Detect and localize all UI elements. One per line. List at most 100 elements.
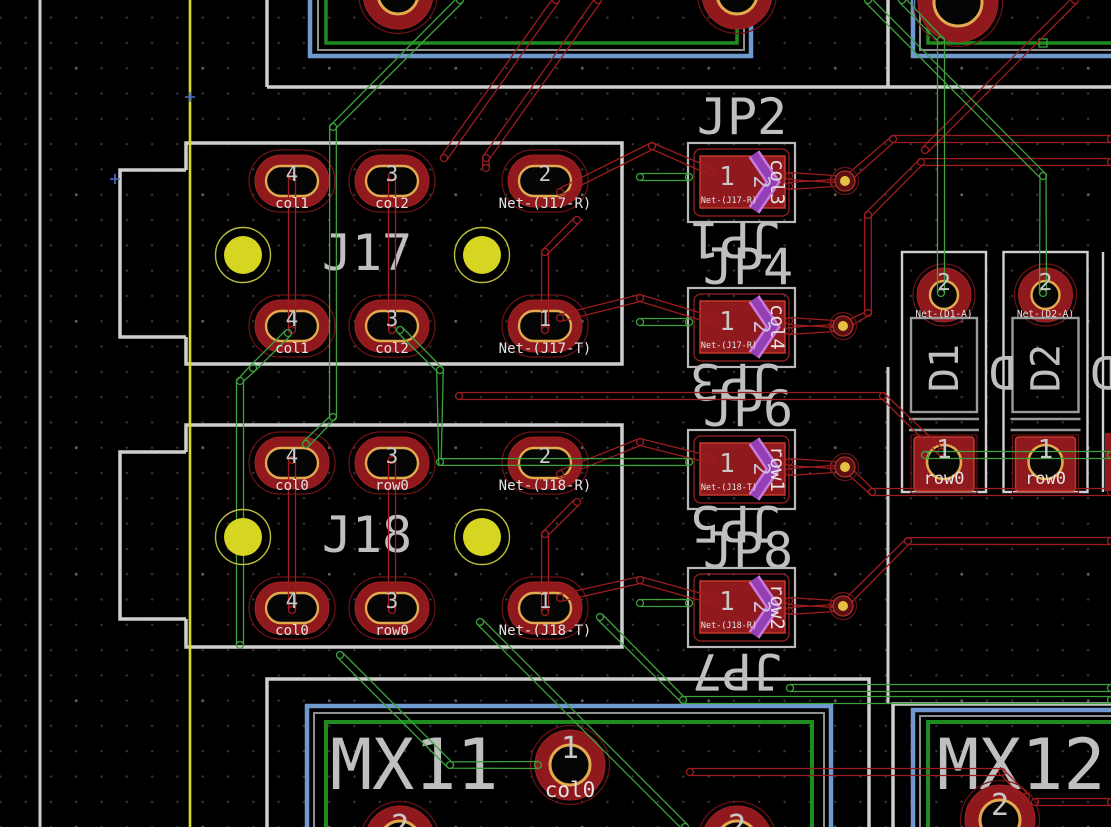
jp5-ref-flipped[interactable]: JP5 (690, 494, 780, 552)
track-joint (878, 391, 888, 401)
jumper-pad2-net: col4 (766, 304, 788, 350)
track-joint (707, 167, 717, 177)
switch-pad[interactable] (365, 805, 435, 827)
track-outline-13[interactable] (789, 185, 835, 191)
pad-number: 2 (539, 162, 552, 186)
track-joint (540, 247, 550, 257)
track-outline-24[interactable] (845, 543, 1111, 609)
npth-ring (214, 508, 272, 566)
track-outline-13[interactable] (788, 178, 834, 184)
track-joint (454, 391, 464, 401)
npth-hole[interactable] (463, 518, 501, 556)
track-outline-29[interactable] (235, 330, 286, 646)
track-outline-15[interactable] (788, 323, 834, 329)
track-outline-17[interactable] (789, 471, 835, 477)
pad-clearance (248, 294, 336, 358)
track-joint (455, 0, 465, 5)
jp2-ref[interactable]: JP2 (697, 88, 787, 146)
track-outline-20[interactable] (846, 141, 1111, 185)
pad-number: 1 (936, 435, 952, 465)
diode-ref[interactable]: D1 (922, 344, 968, 392)
pad-clearance (348, 576, 436, 640)
track-joint (387, 325, 397, 335)
pad-clearance (910, 434, 978, 494)
track-outline-29[interactable] (242, 335, 291, 646)
pad-number: 2 (539, 444, 552, 468)
j17-ref[interactable]: J17 (322, 224, 412, 282)
npth-hole[interactable] (463, 236, 501, 274)
jp4-ref[interactable]: JP4 (703, 238, 793, 296)
pad-clearance (912, 0, 1004, 48)
track-outline-1[interactable] (440, 0, 553, 157)
track-outline-30[interactable] (397, 332, 690, 467)
track-outline-28[interactable] (303, 0, 458, 442)
pad-clearance (362, 800, 438, 827)
jumper-pad1-net: Net-(J17-R) (701, 196, 757, 206)
track-outline-19[interactable] (789, 610, 835, 616)
track-outline-17[interactable] (788, 464, 834, 470)
track-joint (684, 172, 694, 182)
switch-top-left-blue-rect (307, 0, 754, 59)
jp7-ref-flipped[interactable]: JP7 (692, 642, 782, 700)
track-outline-40[interactable] (477, 624, 683, 827)
diode-ref[interactable]: D2 (1024, 344, 1070, 392)
track-joint (555, 593, 565, 603)
track-outline-14[interactable] (789, 316, 835, 322)
track-outline-27[interactable] (922, 0, 1073, 148)
track-outline-28[interactable] (308, 2, 463, 447)
jumper-pad1-number: 1 (719, 162, 735, 192)
jumper-chevron-core (750, 151, 778, 213)
mx11-ref[interactable]: MX11 (330, 724, 499, 806)
track-joint (283, 328, 293, 338)
jp8-ref[interactable]: JP8 (703, 522, 793, 580)
track-outline-24[interactable] (840, 536, 1111, 604)
track-joint (867, 487, 877, 497)
track-joint (1038, 171, 1048, 181)
track-outline-15[interactable] (789, 330, 835, 336)
track-outline-27[interactable] (927, 2, 1078, 153)
track-outline-16[interactable] (789, 457, 835, 463)
track-joint (387, 605, 397, 615)
track-joint (635, 293, 645, 303)
track-outline-12[interactable] (789, 171, 835, 177)
j18-ref[interactable]: J18 (322, 506, 412, 564)
npth-hole[interactable] (224, 518, 262, 556)
track-joint (572, 215, 582, 225)
track-outline-30[interactable] (402, 327, 690, 460)
track-joint (387, 171, 397, 181)
pad-clearance (358, 0, 438, 35)
pad-number: 1 (539, 589, 552, 613)
pad-number: 1 (1038, 435, 1054, 465)
via-clearance (828, 591, 858, 621)
jumper-pad1-net: Net-(J18-R) (701, 621, 757, 631)
copper-tracks[interactable] (235, 0, 1111, 827)
track-joint (784, 457, 794, 467)
track-joint (784, 467, 794, 477)
jp1-ref-flipped[interactable]: JP1 (690, 210, 780, 268)
jumper-pad2-net: row1 (766, 446, 788, 492)
jumper-pad2-net: row2 (766, 584, 788, 630)
d3-partial-pad[interactable] (1105, 433, 1111, 491)
npth-hole[interactable] (224, 236, 262, 274)
pad-hole (978, 798, 1022, 827)
track-joint (647, 141, 657, 151)
jp6-ref[interactable]: JP6 (703, 380, 793, 438)
track-joint (1070, 0, 1080, 5)
track-outline-1[interactable] (446, 1, 560, 161)
track-joint (685, 767, 695, 777)
track-joint (680, 822, 690, 827)
jumper-pad2-number: 2 (748, 462, 773, 475)
jp3-ref-flipped[interactable]: JP3 (690, 352, 780, 410)
track-outline-19[interactable] (788, 603, 834, 609)
diode-cathode-band (909, 417, 979, 432)
pad-net-label: Net-(J17-R) (499, 196, 592, 212)
track-joint (635, 598, 645, 608)
track-outline-18[interactable] (789, 596, 835, 602)
switch-pad[interactable] (702, 805, 772, 827)
pad-number: 3 (386, 162, 399, 186)
track-joint (784, 181, 794, 191)
j17-courtyard (118, 141, 624, 366)
mx11-gray-rect (313, 712, 825, 827)
track-outline-40[interactable] (482, 619, 688, 825)
